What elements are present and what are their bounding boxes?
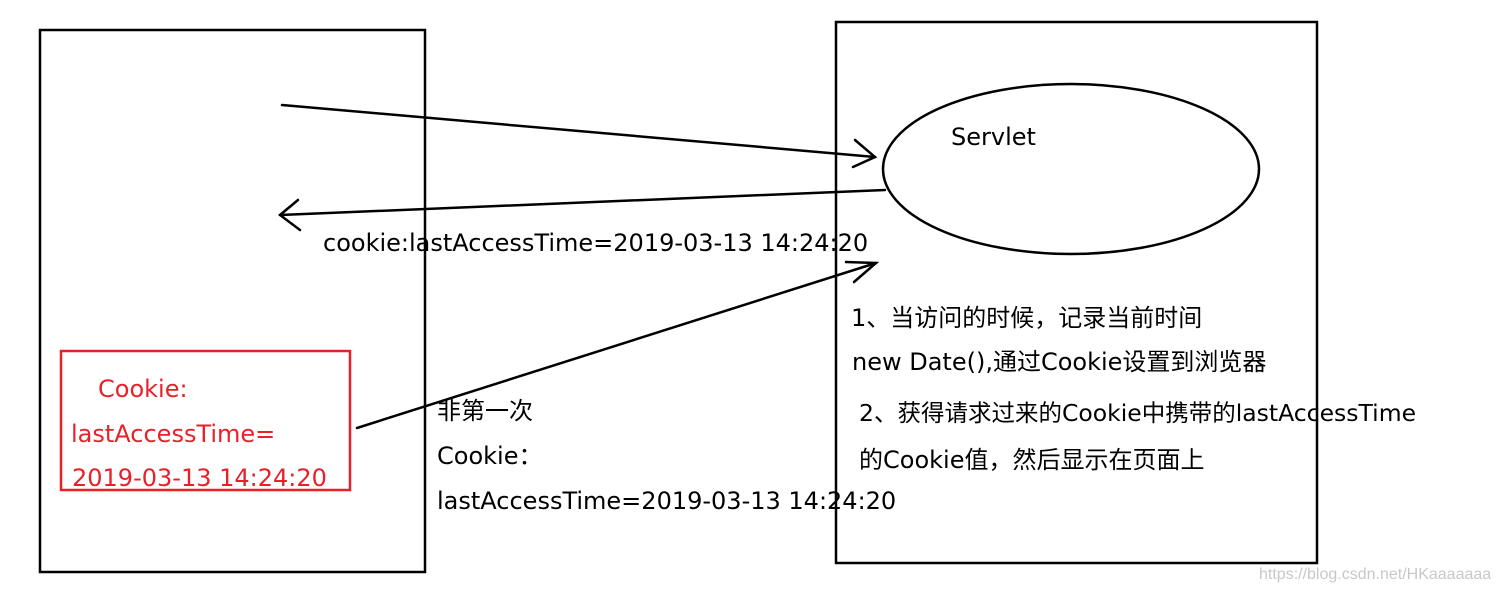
servlet-label: Servlet: [951, 123, 1036, 151]
request-label-line1: 非第一次: [437, 397, 533, 425]
server-box: [834, 20, 1319, 565]
cookie-box-line1: Cookie:: [98, 375, 188, 403]
note-step1-line1: 1、当访问的时候，记录当前时间: [851, 304, 1203, 332]
browser-box: [38, 28, 427, 574]
cookie-box-line3: 2019-03-13 14:24:20: [72, 464, 327, 492]
request-label-line2: Cookie：: [437, 442, 543, 470]
request-arrow: [280, 103, 878, 169]
cookie-box: [59, 349, 352, 492]
response-cookie-label: cookie:lastAccessTime=2019-03-13 14:24:2…: [323, 229, 869, 257]
request-label-line3: lastAccessTime=2019-03-13 14:24:20: [437, 487, 897, 515]
watermark: https://blog.csdn.net/HKaaaaaaa: [1259, 566, 1492, 583]
servlet-ellipse: [881, 82, 1261, 256]
note-step2-line1: 2、获得请求过来的Cookie中携带的lastAccessTime: [859, 399, 1417, 427]
cookie-request-arrow: [355, 260, 880, 430]
note-step1-line2: new Date(),通过Cookie设置到浏览器: [852, 348, 1267, 376]
note-step2-line2: 的Cookie值，然后显示在页面上: [859, 446, 1205, 474]
cookie-box-line2: lastAccessTime=: [71, 420, 276, 448]
response-arrow: [277, 188, 887, 232]
